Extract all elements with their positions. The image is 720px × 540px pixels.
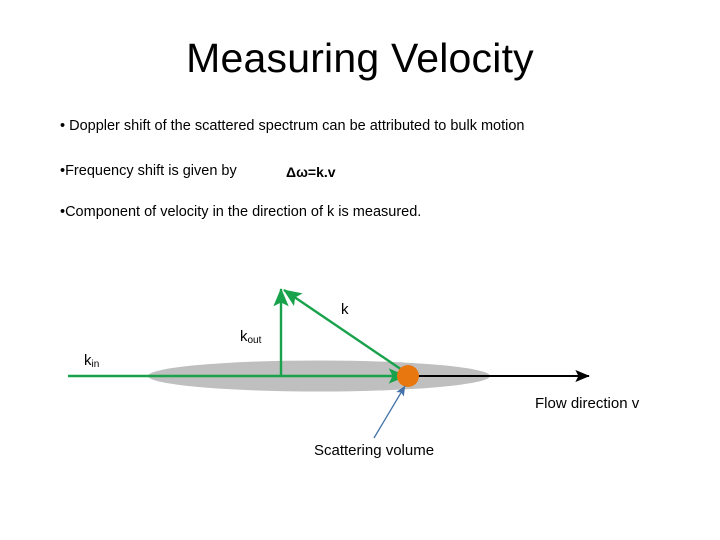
bullet-marker-1: •: [60, 118, 66, 134]
scattering-volume-dot: [397, 365, 419, 387]
page-title: Measuring Velocity: [186, 35, 534, 81]
bullet-text-1: Doppler shift of the scattered spectrum …: [65, 118, 525, 134]
scattering-volume-label: Scattering volume: [314, 442, 435, 459]
k-in-label-base: k: [84, 352, 92, 369]
k-out-label: kout: [240, 328, 261, 347]
bullet-item-3: •Component of velocity in the direction …: [60, 204, 421, 221]
k-in-label: kin: [84, 352, 99, 371]
bullet-item-1: • Doppler shift of the scattered spectru…: [60, 118, 525, 135]
k-out-label-base: k: [240, 328, 248, 345]
bullet-marker-2: •: [60, 163, 66, 179]
flow-direction-label: Flow direction v: [535, 395, 640, 412]
scattering-volume-leader-line: [373, 385, 406, 439]
bullet-item-2: •Frequency shift is given by: [60, 163, 237, 180]
bullet-text-2: Frequency shift is given by: [65, 163, 237, 179]
frequency-shift-formula: Δω=k.v: [286, 164, 336, 180]
k-vector-arrow: [283, 289, 409, 375]
bullet-text-3: Component of velocity in the direction o…: [65, 204, 422, 220]
k-vector-label: k: [341, 301, 349, 318]
k-out-label-sub: out: [247, 335, 262, 347]
k-in-label-sub: in: [91, 359, 100, 371]
bullet-marker-3: •: [60, 204, 66, 220]
